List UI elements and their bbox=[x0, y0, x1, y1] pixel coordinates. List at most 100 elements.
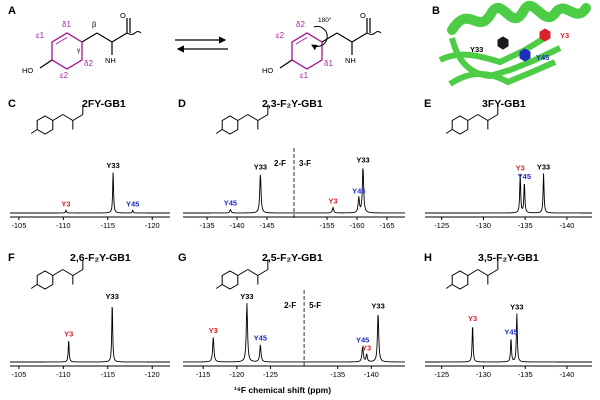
atom-nh-left: NH bbox=[105, 56, 116, 65]
label-d1-right: δ1 bbox=[324, 59, 333, 68]
atom-ho-left: HO bbox=[22, 66, 33, 75]
protein-ribbon bbox=[438, 0, 591, 87]
peak-label-g-1: Y33 bbox=[240, 292, 253, 301]
label-gamma-left: γ bbox=[77, 47, 81, 54]
mol-ring-d bbox=[221, 115, 239, 135]
tyrosine-ring-left: O NH HO ε1 δ1 ε2 δ2 β γ bbox=[22, 11, 142, 80]
mol-carbonyl-h bbox=[487, 269, 499, 276]
x-tick-label-f-0: -105 bbox=[11, 370, 26, 379]
mol-ring-e bbox=[451, 115, 469, 135]
segment-label-d-1: 3-F bbox=[299, 159, 311, 168]
mol-cbeta-e bbox=[467, 114, 479, 121]
x-tick-label-h-3: -140 bbox=[559, 370, 574, 379]
mol-oh-e bbox=[445, 129, 453, 134]
panel-label-h: H bbox=[424, 252, 432, 264]
mol-carbonyl-e bbox=[487, 114, 499, 121]
x-tick-label-e-0: -125 bbox=[434, 221, 449, 230]
x-tick-label-d-0: -135 bbox=[199, 221, 214, 230]
mol-ring-f bbox=[36, 270, 54, 290]
x-tick-label-c-1: -110 bbox=[56, 221, 70, 230]
x-tick-label-c-3: -120 bbox=[145, 221, 160, 230]
ring-left-carbonyl-bond bbox=[111, 32, 128, 43]
mol-ring-g bbox=[221, 270, 239, 290]
mol-calpha-e bbox=[477, 114, 489, 121]
label-d1-left: δ1 bbox=[62, 20, 71, 29]
panel-title-c: 2FY-GB1 bbox=[82, 98, 126, 110]
mol-carbonyl-f bbox=[72, 269, 84, 276]
protein-strand-3 bbox=[448, 59, 557, 87]
ring-right-hexagon bbox=[291, 32, 323, 70]
label-beta-left: β bbox=[92, 20, 97, 29]
atom-ho-right: HO bbox=[262, 66, 273, 75]
protein-label-y33: Y33 bbox=[470, 45, 483, 54]
mol-ring-h bbox=[451, 270, 469, 290]
peak-label-d-4: Y33 bbox=[356, 155, 369, 164]
protein-strand-2 bbox=[438, 33, 550, 66]
mol-cbeta-f bbox=[52, 269, 64, 276]
x-tick-label-h-0: -125 bbox=[434, 370, 449, 379]
mol-calpha-c bbox=[62, 114, 74, 121]
x-tick-label-g-0: -115 bbox=[196, 370, 210, 379]
protein-label-y45: Y45 bbox=[536, 53, 549, 62]
atom-o-left: O bbox=[120, 11, 126, 20]
x-tick-label-g-1: -120 bbox=[229, 370, 244, 379]
mol-calpha-h bbox=[477, 269, 489, 276]
mol-cbeta-c bbox=[52, 114, 64, 121]
ring-flip-arrow bbox=[311, 25, 328, 51]
x-tick-label-f-2: -115 bbox=[101, 370, 115, 379]
label-e2-left: ε2 bbox=[60, 71, 69, 80]
panel-title-e: 3FY-GB1 bbox=[482, 98, 526, 110]
ring-left-calpha-bond bbox=[96, 32, 113, 43]
peak-label-d-2: Y3 bbox=[328, 197, 337, 206]
ring-right-calpha-bond bbox=[336, 32, 353, 43]
peak-label-e-2: Y33 bbox=[537, 162, 550, 171]
ring-right-carbonyl-bond bbox=[351, 32, 368, 43]
panel-label-c: C bbox=[8, 98, 16, 110]
x-tick-label-d-1: -140 bbox=[229, 221, 244, 230]
panel-title-g: 2,5-F₂Y-GB1 bbox=[262, 252, 323, 264]
spectrum-line-h bbox=[425, 313, 592, 363]
x-axis-label: ¹⁹F chemical shift (ppm) bbox=[234, 385, 331, 395]
panel-label-g: G bbox=[178, 252, 187, 264]
y45-sidechain bbox=[519, 48, 531, 62]
peak-label-e-0: Y3 bbox=[516, 164, 525, 173]
label-e1-right: ε1 bbox=[300, 71, 309, 80]
ring-left-double-bond bbox=[55, 37, 68, 45]
peak-label-g-0: Y3 bbox=[209, 326, 218, 335]
peak-label-h-0: Y3 bbox=[468, 314, 477, 323]
mol-calpha-f bbox=[62, 269, 74, 276]
label-e1-left: ε1 bbox=[36, 31, 45, 40]
y3-sidechain bbox=[539, 28, 551, 42]
peak-label-d-3: Y45 bbox=[352, 187, 365, 196]
peak-label-c-0: Y3 bbox=[61, 199, 70, 208]
spectrum-line-d bbox=[183, 168, 405, 214]
segment-label-g-0: 2-F bbox=[284, 301, 296, 310]
x-tick-label-h-1: -130 bbox=[476, 370, 491, 379]
panel-title-h: 3,5-F₂Y-GB1 bbox=[478, 252, 539, 264]
panel-title-f: 2,6-F₂Y-GB1 bbox=[70, 252, 131, 264]
mol-oh-f bbox=[30, 284, 38, 289]
x-tick-label-d-2: -145 bbox=[259, 221, 274, 230]
peak-label-d-0: Y45 bbox=[224, 199, 237, 208]
ring-left-chain-wave bbox=[126, 31, 142, 35]
mol-calpha-d bbox=[247, 114, 259, 121]
x-tick-label-g-3: -135 bbox=[330, 370, 345, 379]
label-d2-right: δ2 bbox=[296, 20, 305, 29]
ring-right-double-bond bbox=[295, 37, 308, 45]
x-tick-label-d-3: -155 bbox=[319, 221, 334, 230]
peak-label-g-5: Y33 bbox=[371, 301, 384, 310]
x-tick-label-e-3: -140 bbox=[559, 221, 574, 230]
mol-carbonyl-c bbox=[72, 114, 84, 121]
panel-label-d: D bbox=[178, 98, 186, 110]
panel-label-f: F bbox=[8, 252, 15, 264]
peak-label-g-3: Y45 bbox=[356, 336, 369, 345]
atom-nh-right: NH bbox=[345, 56, 356, 65]
label-d2-left: δ2 bbox=[84, 59, 93, 68]
peak-label-g-2: Y45 bbox=[254, 334, 267, 343]
y33-sidechain bbox=[497, 36, 509, 50]
protein-helix bbox=[447, 0, 591, 35]
peak-label-c-2: Y45 bbox=[126, 199, 139, 208]
